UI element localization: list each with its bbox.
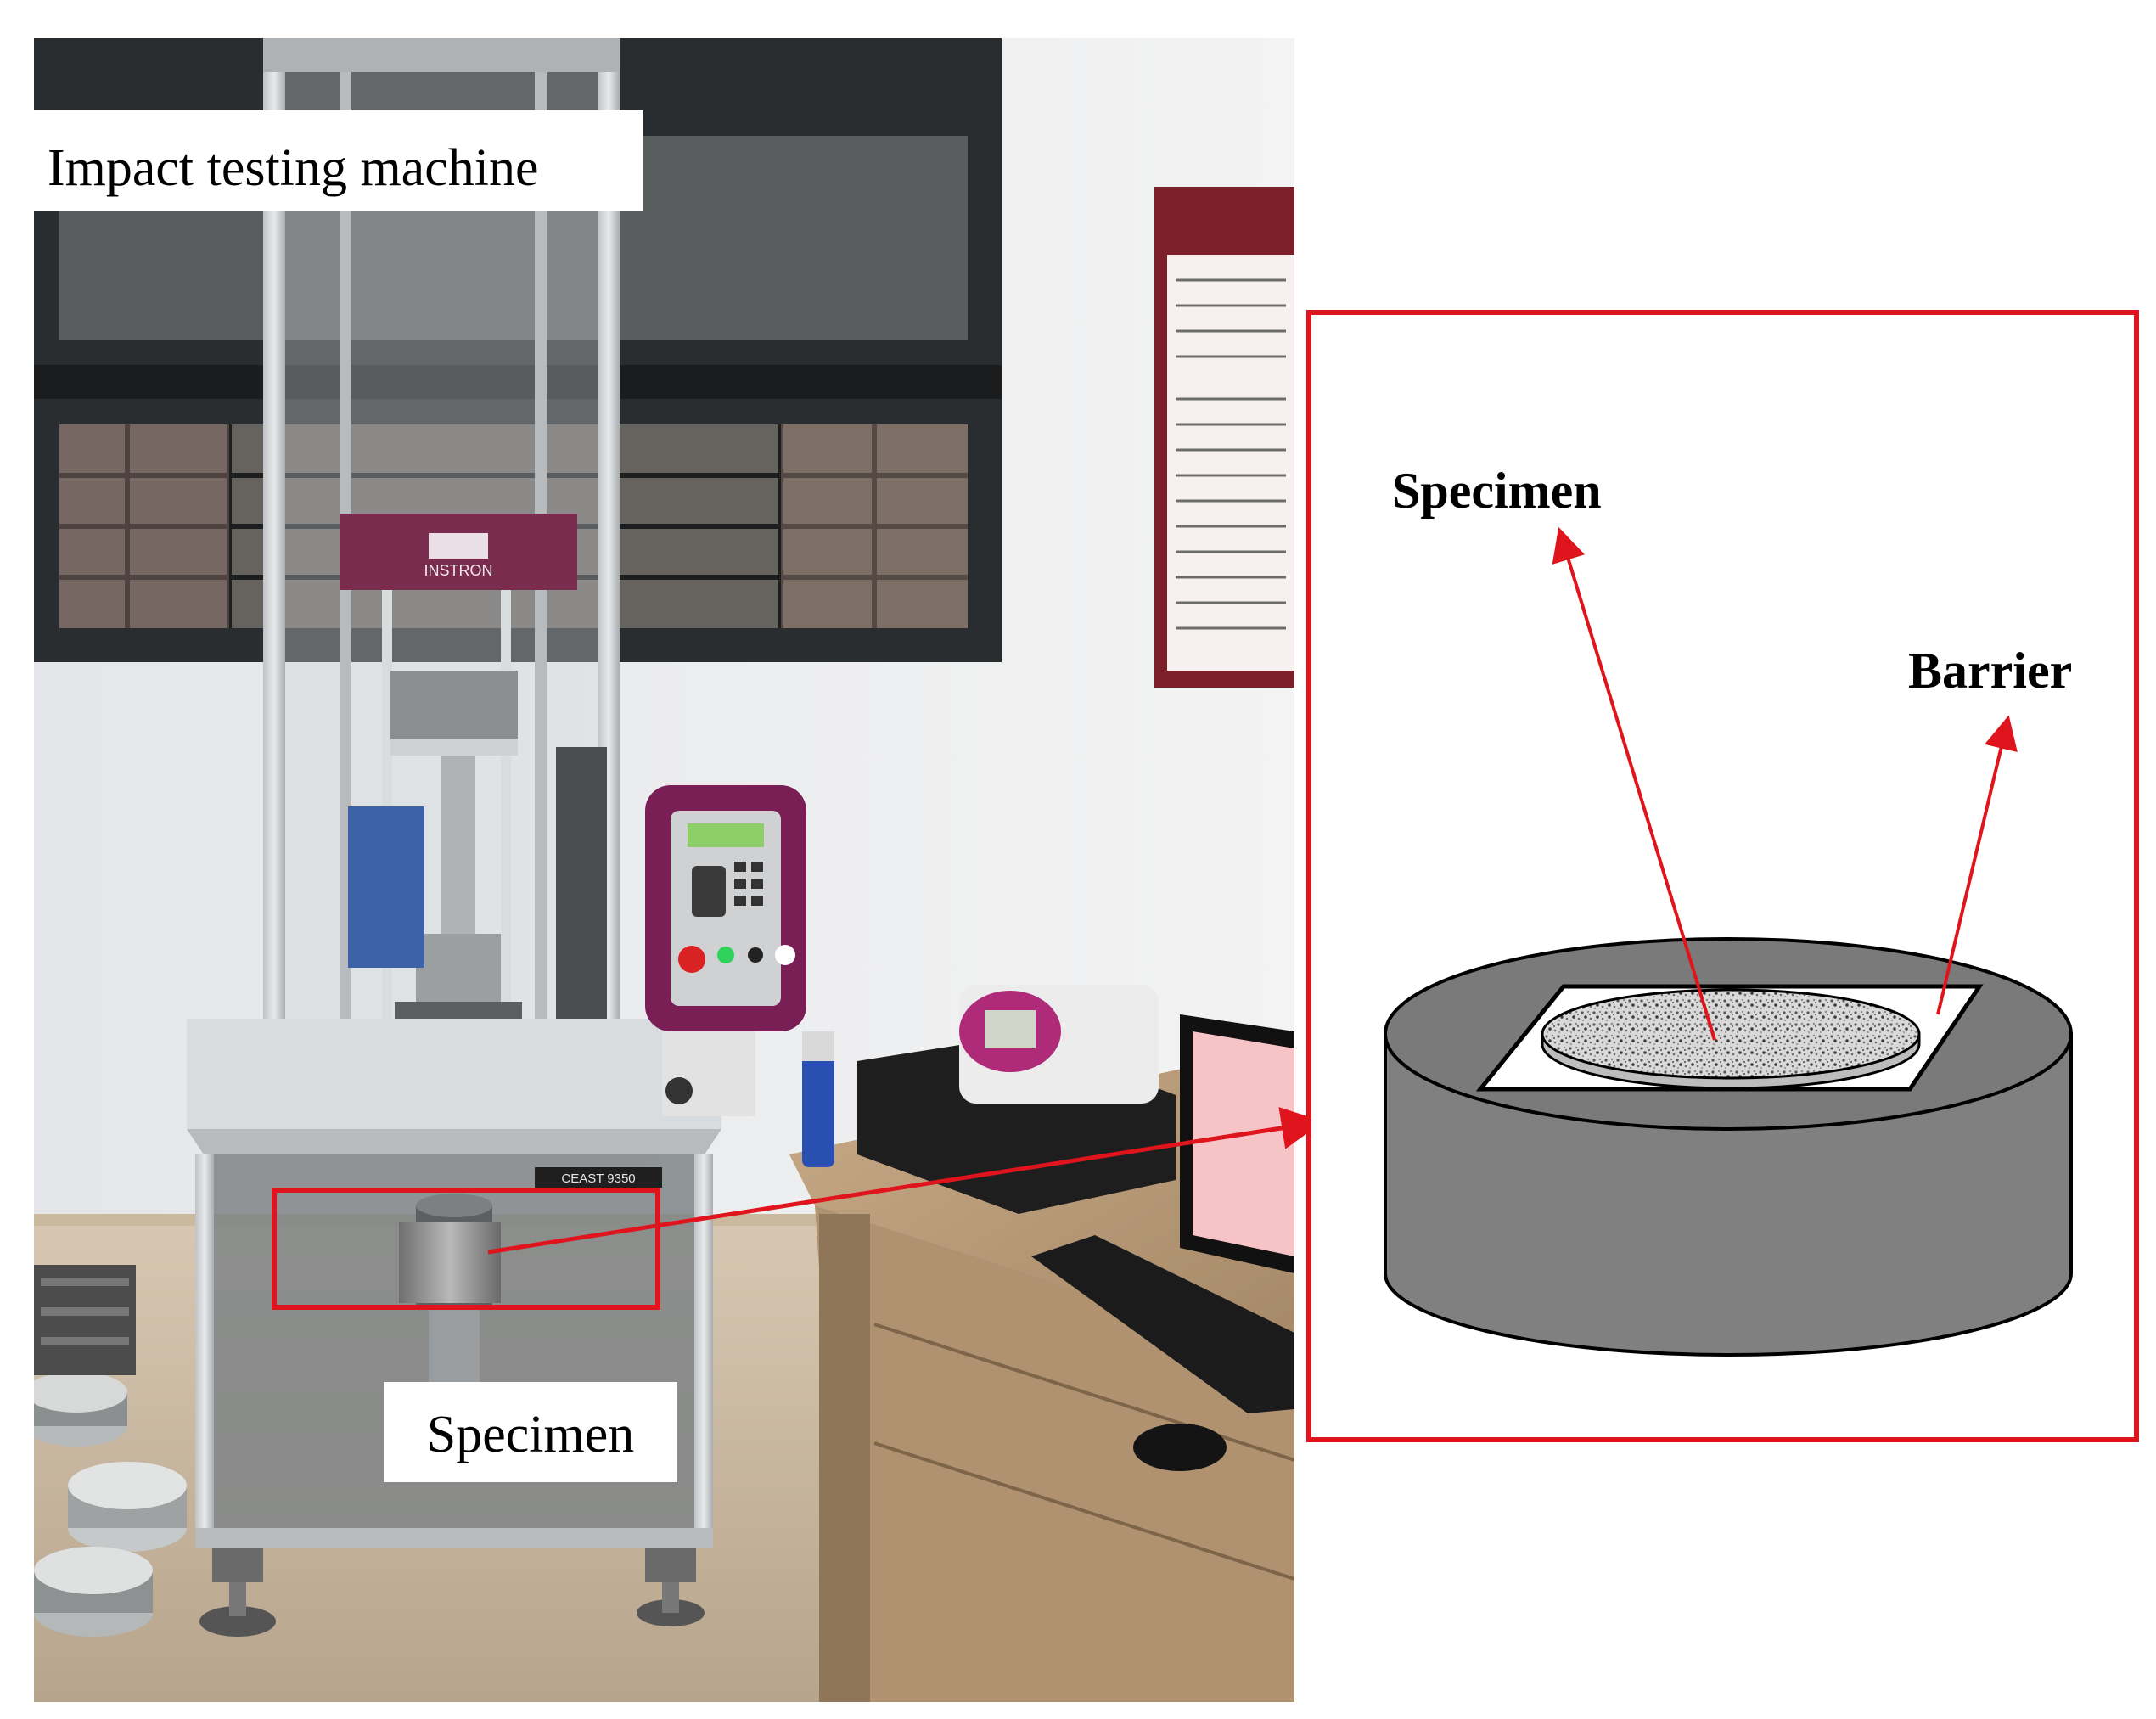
specimen-highlight-box bbox=[272, 1188, 660, 1310]
photo-specimen bbox=[399, 1222, 501, 1303]
photo-specimen-label: Specimen bbox=[427, 1406, 635, 1463]
barrier-pointer-arrow bbox=[1936, 715, 2018, 1015]
wall-poster bbox=[1154, 187, 1294, 688]
specimen-pointer-arrow bbox=[1552, 526, 1716, 1041]
floor-specimens bbox=[34, 1265, 187, 1637]
machine-label-box bbox=[34, 110, 643, 211]
schematic-diagram: Specimen Barrier bbox=[1306, 310, 2139, 1442]
machine-brand: INSTRON bbox=[424, 562, 493, 579]
machine-label: Impact testing machine bbox=[48, 139, 538, 197]
photo-specimen-label-box bbox=[384, 1382, 677, 1482]
machine-model: CEAST 9350 bbox=[561, 1171, 635, 1186]
desk bbox=[789, 985, 1294, 1702]
diagram-specimen-label: Specimen bbox=[1392, 463, 1602, 519]
diagram-specimen bbox=[1541, 988, 1921, 1090]
diagram-barrier-label: Barrier bbox=[1908, 643, 2072, 699]
controller-panel bbox=[645, 785, 806, 1116]
lab-photo: INSTRON CEAST 9350 bbox=[34, 38, 1294, 1702]
callout-arrow bbox=[487, 1107, 1324, 1255]
impact-testing-machine: INSTRON CEAST 9350 bbox=[187, 38, 721, 1637]
